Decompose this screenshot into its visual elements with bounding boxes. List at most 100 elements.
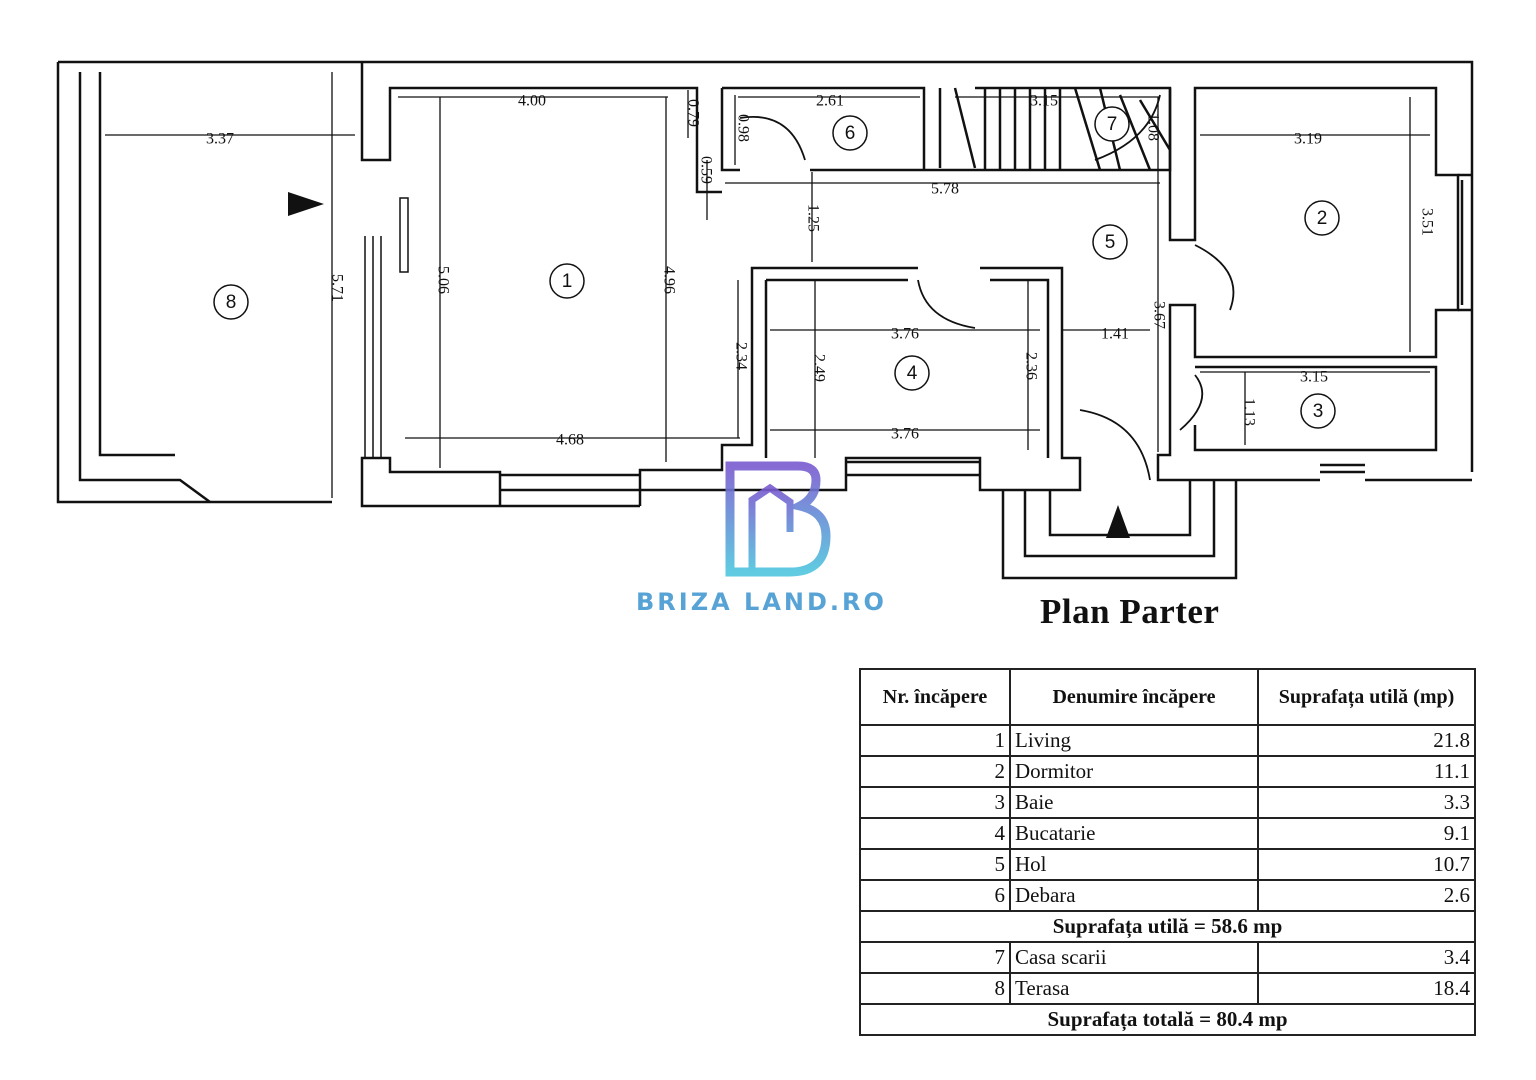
header-area: Suprafața utilă (mp): [1257, 668, 1476, 726]
header-name: Denumire încăpere: [1009, 668, 1259, 726]
briza-logo-icon: [725, 461, 831, 577]
dimension-label: 2.36: [1022, 352, 1039, 380]
door-room3: [1179, 374, 1204, 431]
room-nr-cell: 2: [859, 755, 1011, 788]
dimension-label: 5.78: [931, 181, 959, 198]
room-area-cell: 3.3: [1257, 786, 1476, 819]
subtotal-row-cell: Suprafața utilă = 58.6 mp: [859, 910, 1476, 943]
terrace-outline: [56, 60, 362, 504]
plan-title: Plan Parter: [1040, 592, 1220, 631]
room-number-label: 8: [226, 292, 237, 313]
dimension-label: 1.13: [1240, 398, 1257, 426]
room-area-cell: 10.7: [1257, 848, 1476, 881]
room-name-cell: Bucatarie: [1009, 817, 1259, 850]
dimension-label: 4.96: [660, 266, 677, 294]
room-number-circle: [1304, 200, 1340, 236]
dimension-label: 3.76: [891, 426, 919, 443]
dimension-label: 1.08: [1144, 113, 1161, 141]
room-name-cell: Terasa: [1009, 972, 1259, 1005]
room3-walls: [1156, 365, 1472, 482]
room-number-circle: [1092, 224, 1128, 260]
stairs: [975, 86, 1172, 172]
room-area-cell: 9.1: [1257, 817, 1476, 850]
terrace-edge: [364, 236, 382, 458]
terrace-arrow-icon: [288, 192, 324, 216]
dimension-label: 3.19: [1294, 131, 1322, 148]
room-name-cell: Baie: [1009, 786, 1259, 819]
room-number-label: 3: [1313, 401, 1324, 422]
dimension-label: 2.34: [732, 342, 749, 370]
door-stairs: [1094, 94, 1161, 161]
window-right: [1458, 173, 1472, 312]
room-area-cell: 3.4: [1257, 941, 1476, 974]
room-number-circle: [832, 115, 868, 151]
room-area-cell: 11.1: [1257, 755, 1476, 788]
dimension-label: 3.15: [1030, 93, 1058, 110]
room-number-label: 7: [1107, 114, 1118, 135]
room-area-cell: 21.8: [1257, 724, 1476, 757]
column-detail: [399, 197, 409, 273]
entrance-arrow-icon: [1106, 505, 1130, 538]
table-header-row: Nr. încăpere Denumire încăpere Suprafața…: [859, 668, 1476, 726]
total-row: Suprafața totală = 80.4 mp: [859, 1003, 1476, 1036]
window-bottom-left: [500, 460, 980, 492]
dimension-label: 4.00: [518, 93, 546, 110]
rooms-table: Nr. încăpere Denumire încăpere Suprafața…: [859, 668, 1476, 1036]
dimension-label: 3.51: [1418, 208, 1435, 236]
dimension-label: 0.59: [697, 156, 714, 184]
dimension-label: 5.06: [434, 266, 451, 294]
room-number-circle: [213, 284, 249, 320]
room-name-cell: Hol: [1009, 848, 1259, 881]
room-nr-cell: 5: [859, 848, 1011, 881]
dimension-label: 1.25: [804, 204, 821, 232]
room-nr-cell: 4: [859, 817, 1011, 850]
door-entrance: [1079, 409, 1151, 481]
door-room2: [1194, 244, 1235, 311]
dimension-label: 3.37: [206, 131, 234, 148]
room-name-cell: Living: [1009, 724, 1259, 757]
room-number-circle: [1300, 393, 1336, 429]
dimension-label: 0.79: [684, 99, 701, 127]
room-name-cell: Debara: [1009, 879, 1259, 912]
room-nr-cell: 6: [859, 879, 1011, 912]
door-debara: [739, 116, 806, 161]
room-nr-cell: 7: [859, 941, 1011, 974]
room-number-circle: [549, 263, 585, 299]
room-area-cell: 18.4: [1257, 972, 1476, 1005]
room-name-cell: Dormitor: [1009, 755, 1259, 788]
room-number-label: 6: [845, 123, 856, 144]
header-nr: Nr. încăpere: [859, 668, 1011, 726]
dimension-label: 3.15: [1300, 369, 1328, 386]
watermark-text: BRIZA LAND.RO: [636, 588, 887, 616]
outer-wall-left: [360, 62, 722, 194]
dimension-label: 3.67: [1150, 301, 1167, 329]
dimension-label: 0.98: [734, 114, 751, 142]
outer-wall-top: [362, 60, 1474, 472]
room-nr-cell: 3: [859, 786, 1011, 819]
room2-walls: [1168, 86, 1460, 380]
terrace-inner: [78, 72, 211, 504]
room-number-label: 1: [562, 271, 573, 292]
room-number-circle: [1094, 106, 1130, 142]
door-kitchen: [917, 279, 976, 329]
dimension-label: 3.76: [891, 326, 919, 343]
room-number-label: 2: [1317, 208, 1328, 229]
dimension-label: 4.68: [556, 432, 584, 449]
room-number-label: 4: [907, 363, 918, 384]
dimension-label: 2.61: [816, 93, 844, 110]
room-number-label: 5: [1105, 232, 1116, 253]
dimension-label: 1.41: [1101, 326, 1129, 343]
room-area-cell: 2.6: [1257, 879, 1476, 912]
outer-wall-bottom: [360, 266, 1082, 508]
room-name-cell: Casa scarii: [1009, 941, 1259, 974]
kitchen-inner: [764, 278, 1050, 458]
